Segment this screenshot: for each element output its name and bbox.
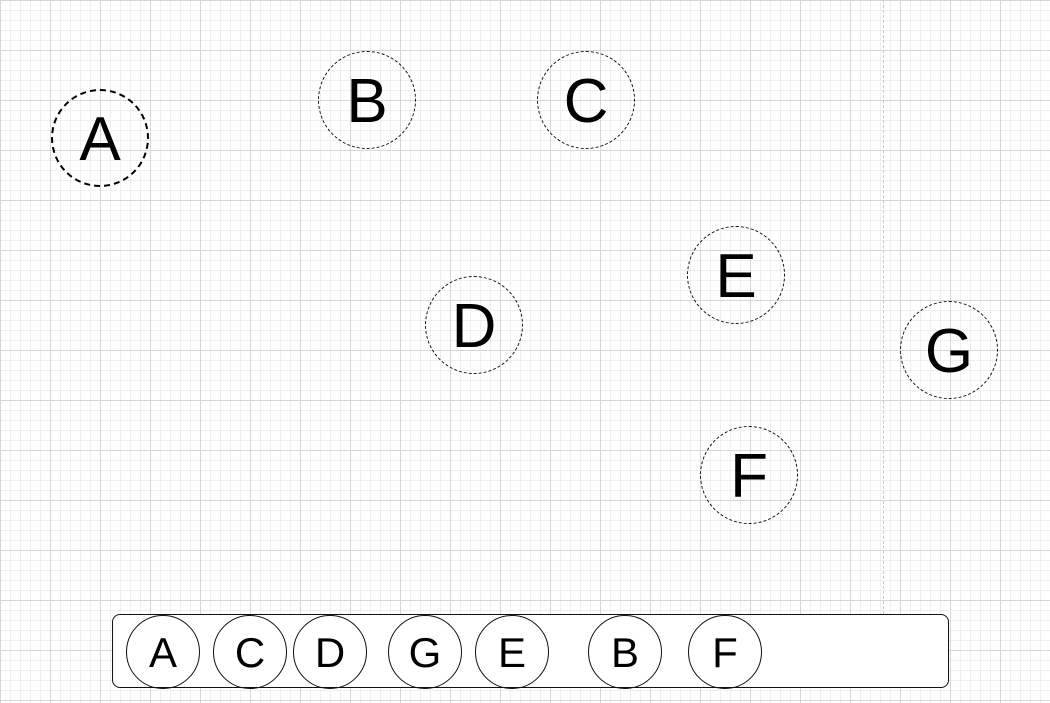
tray-slot-label: C [234, 629, 266, 676]
node-label: D [451, 292, 497, 361]
tray-slot-label: G [408, 629, 442, 676]
tray-slot[interactable]: A [126, 615, 200, 689]
node-label: C [563, 67, 609, 136]
tray-slot[interactable]: G [388, 615, 462, 689]
tray-slot-label: F [712, 629, 738, 676]
tray-slot[interactable]: C [213, 615, 287, 689]
tray-slot-label: A [148, 629, 177, 676]
node-label: F [730, 442, 768, 511]
tray-slot[interactable]: F [688, 615, 762, 689]
node-b[interactable]: B [318, 51, 416, 149]
node-f[interactable]: F [700, 426, 798, 524]
node-label: E [715, 242, 757, 311]
page-boundary-line [883, 0, 884, 614]
node-a[interactable]: A [51, 89, 149, 187]
order-tray: A C D G E B F [112, 614, 949, 689]
node-g[interactable]: G [900, 301, 998, 399]
node-c[interactable]: C [537, 51, 635, 149]
tray-slot[interactable]: E [475, 615, 549, 689]
tray-slot-label: B [610, 629, 639, 676]
node-e[interactable]: E [687, 226, 785, 324]
node-label: B [346, 67, 388, 136]
tray-slot-label: E [497, 629, 526, 676]
node-d[interactable]: D [425, 276, 523, 374]
tray-slot[interactable]: D [293, 615, 367, 689]
node-label: A [79, 105, 121, 174]
node-label: G [924, 317, 974, 386]
tray-slot[interactable]: B [588, 615, 662, 689]
tray-slot-label: D [314, 629, 346, 676]
